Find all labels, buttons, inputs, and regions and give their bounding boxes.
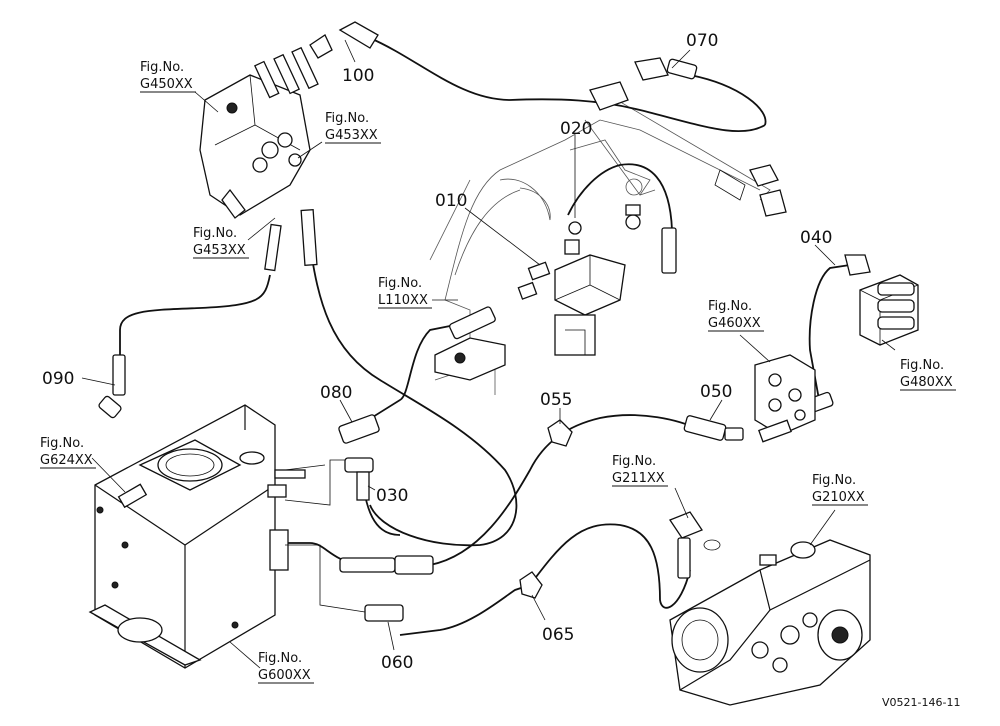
manifold-block <box>434 204 677 381</box>
hose-clamps <box>519 419 573 599</box>
drawing-code: V0521-146-11 <box>882 696 960 709</box>
figure-label-code: G211XX <box>612 471 665 486</box>
hoses <box>117 37 851 636</box>
part-number-010: 010 <box>435 191 467 211</box>
tank-fittings <box>98 354 434 622</box>
figure-label-title: Fig.No. <box>325 111 369 126</box>
figure-label-title: Fig.No. <box>378 276 422 291</box>
figure-label-g460: Fig.No. G460XX <box>708 299 764 332</box>
figure-label-title: Fig.No. <box>193 226 237 241</box>
figure-label-code: L110XX <box>378 293 428 308</box>
part-number-100: 100 <box>342 66 374 86</box>
figure-label-g210: Fig.No. G210XX <box>812 473 868 506</box>
part-number-040: 040 <box>800 228 832 248</box>
part-number-065: 065 <box>542 625 574 645</box>
figure-label-title: Fig.No. <box>40 436 84 451</box>
figure-label-code: G453XX <box>325 128 378 143</box>
figure-label-g453-upper: Fig.No. G453XX <box>325 111 381 144</box>
hydraulic-tank <box>88 404 306 669</box>
figure-label-g211: Fig.No. G211XX <box>612 454 668 487</box>
figure-label-code: G210XX <box>812 490 865 505</box>
figure-label-g450: Fig.No. G450XX <box>140 60 196 93</box>
hydraulic-pump <box>669 511 871 706</box>
valve-g460 <box>683 354 816 443</box>
figure-label-g480: Fig.No. G480XX <box>900 358 956 391</box>
part-number-090: 090 <box>42 369 74 389</box>
figure-label-g453-lower: Fig.No. G453XX <box>193 226 249 259</box>
figure-label-title: Fig.No. <box>258 651 302 666</box>
part-number-030: 030 <box>376 486 408 506</box>
figure-label-title: Fig.No. <box>140 60 184 75</box>
figure-label-title: Fig.No. <box>812 473 856 488</box>
part-number-070: 070 <box>686 31 718 51</box>
figure-label-title: Fig.No. <box>708 299 752 314</box>
figure-label-code: G460XX <box>708 316 761 331</box>
part-number-080: 080 <box>320 383 352 403</box>
figure-label-g624: Fig.No. G624XX <box>40 436 96 469</box>
figure-label-code: G450XX <box>140 77 193 92</box>
part-number-060: 060 <box>381 653 413 673</box>
part-number-050: 050 <box>700 382 732 402</box>
figure-label-code: G480XX <box>900 375 953 390</box>
leader-lines <box>81 39 896 669</box>
figure-label-g600: Fig.No. G600XX <box>258 651 314 684</box>
control-valve <box>199 21 379 272</box>
figure-label-title: Fig.No. <box>900 358 944 373</box>
figure-label-l110: Fig.No. L110XX <box>378 276 432 309</box>
figure-label-code: G624XX <box>40 453 93 468</box>
part-number-055: 055 <box>540 390 572 410</box>
part-number-020: 020 <box>560 119 592 139</box>
figure-label-code: G600XX <box>258 668 311 683</box>
frame-outline <box>429 89 771 395</box>
top-right-fittings <box>589 57 787 217</box>
figure-label-code: G453XX <box>193 243 246 258</box>
figure-label-title: Fig.No. <box>612 454 656 469</box>
part-numbers: 100 070 020 010 040 090 080 055 050 030 … <box>42 31 832 673</box>
